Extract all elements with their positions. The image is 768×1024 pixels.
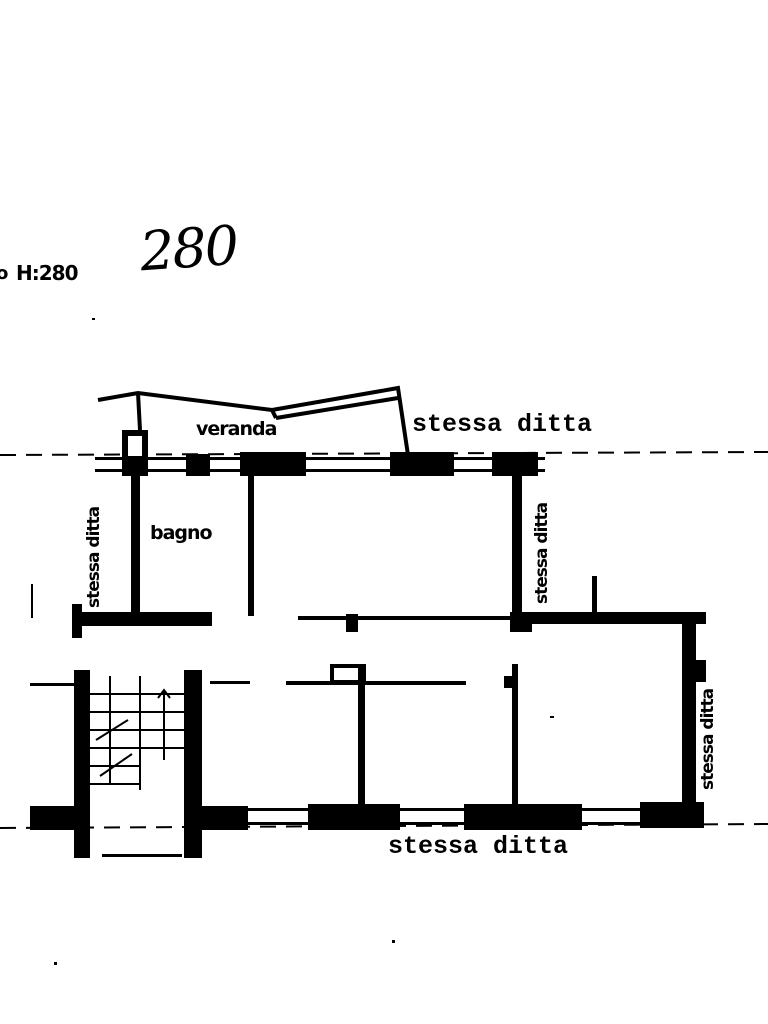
neighbor-label-top: stessa ditta <box>412 410 593 439</box>
neighbor-label-middle-vertical: stessa ditta <box>532 502 552 604</box>
neighbor-label-left-vertical: stessa ditta <box>84 506 104 608</box>
interior-walls <box>30 472 706 858</box>
window-detail <box>128 436 142 456</box>
height-note: H:280 <box>16 261 78 285</box>
property-boundary-lines <box>0 451 768 829</box>
neighbor-label-right-vertical: stessa ditta <box>698 688 718 790</box>
top-boundary-line <box>0 451 768 456</box>
veranda-outline <box>97 385 410 456</box>
room-label-veranda: veranda <box>196 418 277 440</box>
neighbor-label-bottom: stessa ditta <box>388 832 569 861</box>
paper-specks <box>54 318 554 965</box>
height-note-prefix: o <box>0 263 9 284</box>
staircase <box>90 676 184 790</box>
handwritten-height: 280 <box>137 213 240 284</box>
room-label-bagno: bagno <box>150 522 213 544</box>
bottom-external-wall <box>30 802 704 830</box>
top-external-wall <box>95 430 545 476</box>
